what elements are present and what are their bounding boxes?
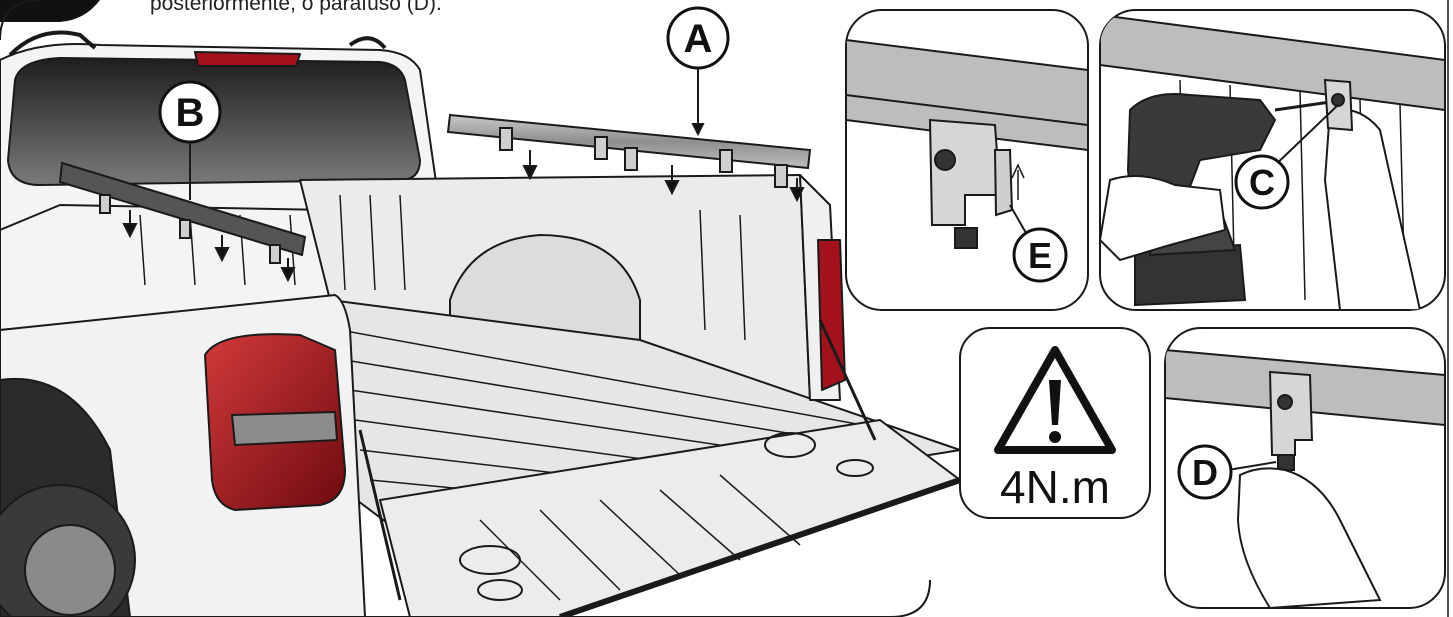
bracket-e [928,118,1002,226]
truck-scene [0,0,961,617]
callout-c-label: C [1249,162,1275,203]
clip-e-arrow [1011,163,1025,200]
tailgate-cable-right [818,319,877,441]
detail-panel-d: D [1164,327,1446,609]
rail-a-arrows [522,150,805,203]
callout-d-line [1227,461,1277,471]
right-taillight [817,239,846,391]
callout-c-circle [1234,154,1290,210]
rail-b [58,140,307,283]
hand-d [1236,467,1382,608]
callout-b-label: B [176,91,205,135]
bracket-d [1268,370,1314,456]
callout-a-circle [666,6,730,70]
tailgate-cable-left [358,429,402,601]
torque-value: 4N.m [1000,461,1110,513]
front-wall-ribs [339,194,746,341]
taillight-lens-bar [231,411,338,446]
warning-triangle-icon [994,346,1116,454]
rear-rim [24,524,116,616]
roof-rail-left [8,30,97,57]
warning-exclamation-dot [1049,431,1061,443]
tailgate-cup-3 [764,432,816,458]
hand-left [1100,175,1227,262]
warning-panel: 4N.m [959,327,1151,519]
callout-e-label: E [1028,235,1052,276]
tailgate-cup-2 [477,579,523,601]
roof-rail-right [348,36,387,50]
callout-e-circle [1012,227,1068,283]
detail-panel-c: C [1099,9,1446,311]
wheel-well [449,234,641,341]
rail-b-arrows [122,210,296,283]
callout-d-label: D [1192,452,1218,493]
callout-a-label: A [684,17,713,61]
detail-panel-e: E [845,9,1089,311]
callout-b-circle [158,80,222,144]
drill-bit [1274,100,1331,112]
warning-exclamation-bar [1049,380,1061,425]
tailgate-cup-4 [836,459,874,477]
callout-c-line [1269,104,1339,171]
third-brake-light [194,51,301,67]
screw-d [1277,454,1295,471]
rail-a [446,65,812,203]
tailgate-cup-1 [459,545,521,575]
clip-e [993,149,1014,217]
tailgate-edge [559,477,961,617]
caption-text: posteriormente, o parafuso (D). [150,0,442,15]
corner-mark [0,0,100,22]
callout-d-circle [1177,444,1233,500]
